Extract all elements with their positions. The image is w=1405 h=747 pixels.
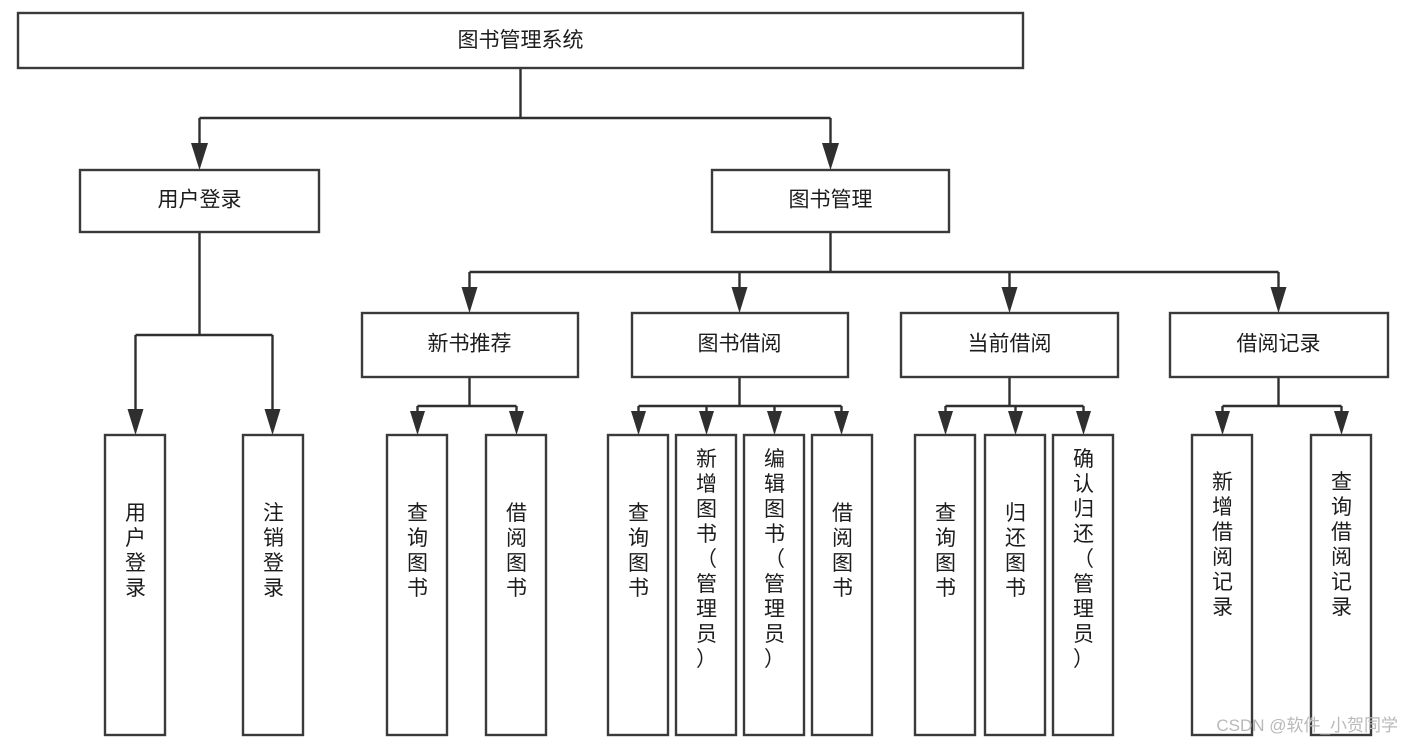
node-leaf-query-book-3-label: 查询图书 [935, 502, 956, 600]
node-book-manage[interactable]: 图书管理 [710, 168, 951, 234]
node-leaf-add-record[interactable]: 新增借阅记录 [1190, 433, 1254, 737]
arrow-head-icon [822, 143, 839, 170]
node-leaf-logout-label: 注销登录 [263, 502, 284, 600]
node-book-manage-label: 图书管理 [789, 189, 873, 212]
node-leaf-edit-book-label: 编辑图书（管理员） [764, 448, 785, 671]
node-leaf-add-record-box[interactable] [1190, 433, 1254, 737]
node-new-book-rec-box[interactable] [360, 311, 580, 379]
node-leaf-return-book[interactable]: 归还图书 [983, 433, 1047, 737]
arrow-head-icon [127, 409, 144, 435]
arrow-head-icon [264, 409, 281, 435]
node-leaf-borrow-book-1-box[interactable] [484, 433, 548, 737]
arrow-head-icon [938, 411, 953, 435]
arrow-head-icon [699, 411, 714, 435]
node-book-borrow-label: 图书借阅 [698, 333, 782, 356]
node-current-borrow-box[interactable] [899, 311, 1120, 379]
node-current-borrow-label: 当前借阅 [968, 333, 1052, 356]
arrow-head-icon [631, 411, 646, 435]
arrow-head-icon [767, 411, 782, 435]
node-leaf-query-book-2-box[interactable] [606, 433, 670, 737]
arrow-head-icon [1076, 411, 1091, 435]
node-leaf-user-login-box[interactable] [103, 433, 167, 737]
node-leaf-query-record-box[interactable] [1309, 433, 1373, 737]
node-user-login-box[interactable] [78, 168, 321, 234]
arrow-head-icon [191, 143, 208, 170]
node-leaf-add-book[interactable]: 新增图书（管理员） [674, 433, 738, 737]
node-leaf-query-book-2-label: 查询图书 [628, 502, 649, 600]
node-leaf-borrow-book-1-label: 借阅图书 [506, 502, 527, 600]
node-leaf-query-book-1-label: 查询图书 [407, 502, 428, 600]
node-leaf-add-book-box[interactable] [674, 433, 738, 737]
arrow-head-icon [410, 411, 425, 435]
connector-layer [127, 68, 1349, 435]
node-leaf-user-login-label: 用户登录 [125, 502, 146, 600]
node-borrow-record[interactable]: 借阅记录 [1168, 311, 1390, 379]
node-leaf-confirm-return-label: 确认归还（管理员） [1073, 448, 1094, 671]
node-leaf-return-book-box[interactable] [983, 433, 1047, 737]
arrow-head-icon [1270, 287, 1287, 313]
arrow-head-icon [1001, 287, 1018, 313]
node-leaf-user-login[interactable]: 用户登录 [103, 433, 167, 737]
node-book-manage-box[interactable] [710, 168, 951, 234]
node-leaf-confirm-return-box[interactable] [1051, 433, 1115, 737]
node-leaf-edit-book[interactable]: 编辑图书（管理员） [742, 433, 806, 737]
node-new-book-rec[interactable]: 新书推荐 [360, 311, 580, 379]
arrow-head-icon [461, 287, 478, 313]
node-leaf-confirm-return[interactable]: 确认归还（管理员） [1051, 433, 1115, 737]
node-leaf-query-record-label: 查询借阅记录 [1331, 471, 1352, 619]
node-leaf-add-book-label: 新增图书（管理员） [696, 448, 717, 671]
watermark-label: CSDN @软件_小贺同学 [1216, 716, 1398, 735]
node-leaf-borrow-book-1[interactable]: 借阅图书 [484, 433, 548, 737]
node-leaf-query-book-1-box[interactable] [385, 433, 449, 737]
node-leaf-borrow-book-2[interactable]: 借阅图书 [810, 433, 874, 737]
arrow-head-icon [1334, 411, 1349, 435]
node-leaf-query-book-3[interactable]: 查询图书 [913, 433, 977, 737]
node-leaf-borrow-book-2-label: 借阅图书 [832, 502, 853, 600]
node-leaf-query-book-3-box[interactable] [913, 433, 977, 737]
node-leaf-edit-book-box[interactable] [742, 433, 806, 737]
node-user-login[interactable]: 用户登录 [78, 168, 321, 234]
node-leaf-query-book-2[interactable]: 查询图书 [606, 433, 670, 737]
node-book-borrow[interactable]: 图书借阅 [630, 311, 850, 379]
node-leaf-logout[interactable]: 注销登录 [241, 433, 305, 737]
node-leaf-query-record[interactable]: 查询借阅记录 [1309, 433, 1373, 737]
node-root-system[interactable]: 图书管理系统 [16, 11, 1025, 70]
node-book-borrow-box[interactable] [630, 311, 850, 379]
arrow-head-icon [509, 411, 524, 435]
node-user-login-label: 用户登录 [158, 189, 242, 212]
node-root-box[interactable] [16, 11, 1025, 70]
node-current-borrow[interactable]: 当前借阅 [899, 311, 1120, 379]
arrow-head-icon [834, 411, 849, 435]
node-borrow-record-label: 借阅记录 [1237, 333, 1321, 356]
node-leaf-query-book-1[interactable]: 查询图书 [385, 433, 449, 737]
node-leaf-add-record-label: 新增借阅记录 [1212, 471, 1233, 619]
arrow-head-icon [731, 287, 748, 313]
node-leaf-logout-box[interactable] [241, 433, 305, 737]
node-leaf-borrow-book-2-box[interactable] [810, 433, 874, 737]
arrow-head-icon [1215, 411, 1230, 435]
node-root-label: 图书管理系统 [458, 29, 584, 52]
arrow-head-icon [1008, 411, 1023, 435]
node-borrow-record-box[interactable] [1168, 311, 1390, 379]
node-leaf-return-book-label: 归还图书 [1005, 502, 1026, 600]
node-new-book-rec-label: 新书推荐 [428, 333, 512, 356]
